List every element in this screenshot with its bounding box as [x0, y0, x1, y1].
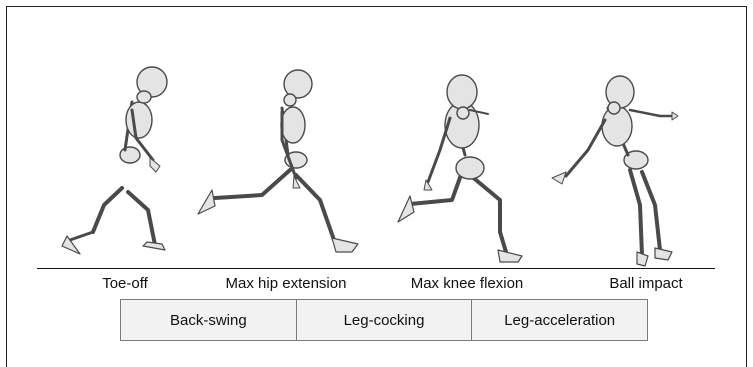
figure-ball-impact-icon [552, 76, 678, 266]
phase-leg-cocking: Leg-cocking [297, 300, 473, 340]
figure-toe-off-icon [62, 67, 167, 254]
figure-max-hip-extension-icon [198, 70, 358, 252]
phase-bar: Back-swing Leg-cocking Leg-acceleration [120, 299, 648, 341]
figure-max-knee-flexion-icon [398, 75, 522, 262]
phase-back-swing: Back-swing [121, 300, 297, 340]
event-label-max-hip-extension: Max hip extension [226, 275, 347, 292]
event-label-max-knee-flexion: Max knee flexion [411, 275, 524, 292]
event-label-ball-impact: Ball impact [609, 275, 682, 292]
ground-line [37, 268, 715, 269]
event-label-toe-off: Toe-off [102, 275, 148, 292]
phase-leg-acceleration: Leg-acceleration [472, 300, 647, 340]
